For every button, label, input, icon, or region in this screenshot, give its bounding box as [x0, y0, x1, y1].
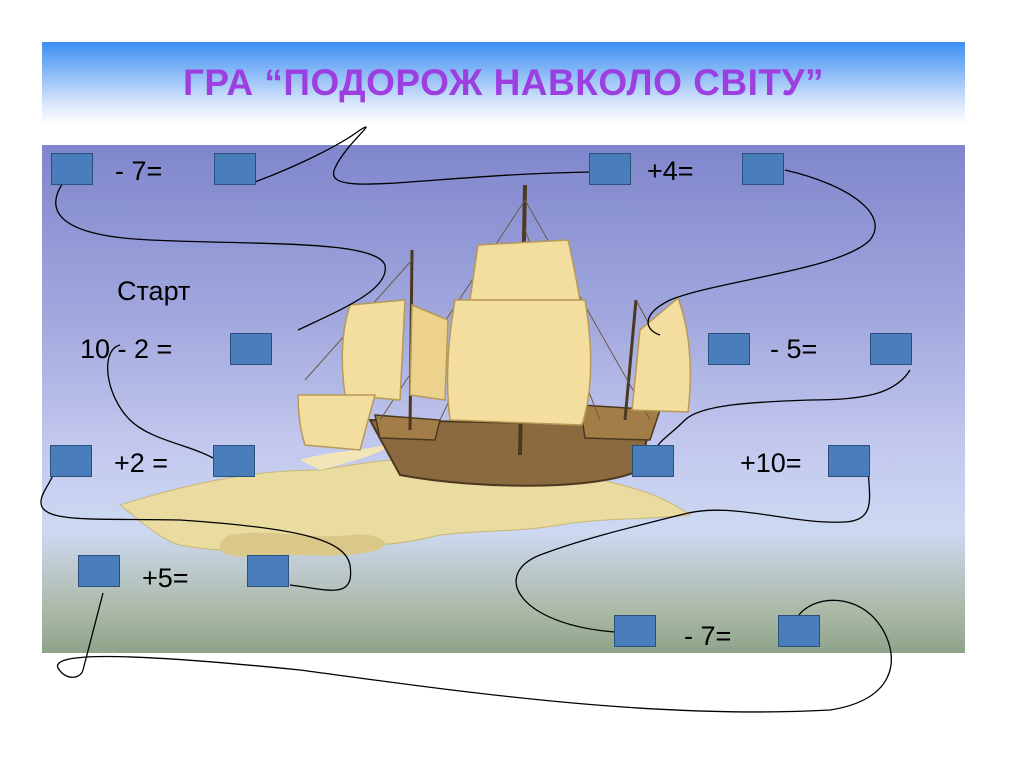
sail-jib — [297, 394, 376, 451]
equation-r4-left: +5= — [142, 563, 189, 593]
equation-r2-right: - 5= — [770, 334, 818, 364]
path-line — [40, 126, 911, 713]
answer-box-5[interactable] — [230, 333, 272, 365]
answer-box-4[interactable] — [742, 153, 784, 185]
equation-r1-left: - 7= — [115, 156, 163, 186]
title-bar: ГРА “ПОДОРОЖ НАВКОЛО СВІТУ” — [42, 42, 965, 124]
answer-box-6[interactable] — [708, 333, 750, 365]
answer-box-9[interactable] — [213, 445, 255, 477]
sail-fore-2 — [409, 303, 449, 401]
answer-box-2[interactable] — [214, 153, 256, 185]
equation-r1-right: +4= — [647, 156, 694, 186]
mast-mizzen — [623, 299, 638, 421]
answer-box-15[interactable] — [778, 615, 820, 647]
start-label: Старт — [117, 276, 191, 306]
slide-title: ГРА “ПОДОРОЖ НАВКОЛО СВІТУ” — [182, 62, 825, 103]
answer-box-14[interactable] — [614, 615, 656, 647]
sea-foam — [219, 532, 385, 557]
answer-box-8[interactable] — [50, 445, 92, 477]
equation-r3-left: +2 = — [114, 448, 169, 478]
ship-bow — [374, 414, 441, 441]
sail-mizzen — [631, 296, 692, 413]
answer-box-1[interactable] — [51, 153, 93, 185]
equation-start: 10 - 2 = — [80, 334, 173, 364]
sail-main — [446, 299, 592, 426]
wave-crest — [300, 440, 400, 470]
answer-box-13[interactable] — [247, 555, 289, 587]
answer-box-12[interactable] — [78, 555, 120, 587]
answer-box-7[interactable] — [870, 333, 912, 365]
answer-box-11[interactable] — [828, 445, 870, 477]
answer-box-3[interactable] — [589, 153, 631, 185]
answer-box-10[interactable] — [632, 445, 674, 477]
equation-r5-right: - 7= — [684, 621, 732, 651]
equation-r3-right: +10= — [740, 448, 802, 478]
